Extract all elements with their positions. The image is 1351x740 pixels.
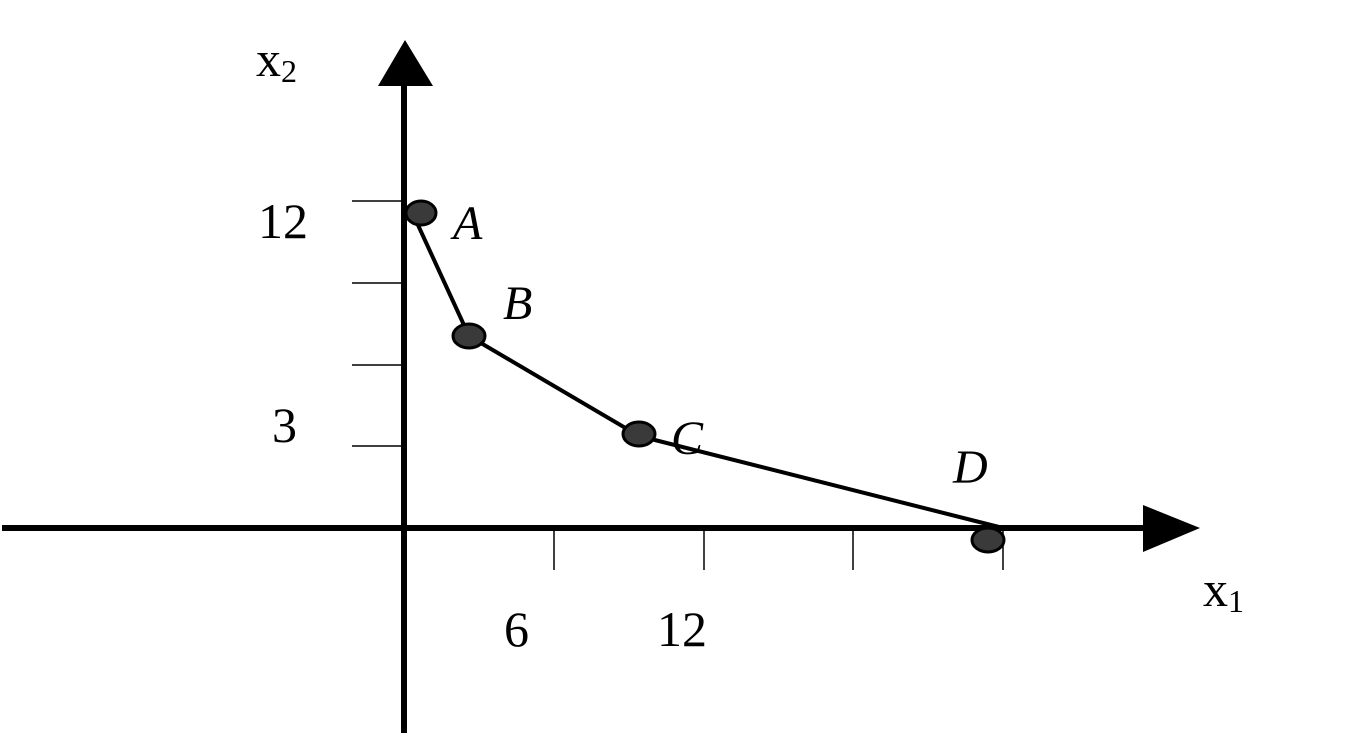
y-tick-label-3: 3 (272, 397, 297, 453)
point-label-d: D (952, 441, 988, 494)
point-a (404, 199, 438, 227)
segment-a-b (410, 211, 471, 337)
x-axis-label: x1 (1203, 561, 1244, 619)
point-c (621, 420, 657, 448)
y-tick-label-12: 12 (258, 193, 308, 249)
segment-b-c (467, 334, 641, 438)
x-axis-arrowhead (1143, 505, 1200, 552)
point-b (451, 322, 487, 350)
y-axis-label: x2 (256, 31, 297, 89)
point-label-c: C (671, 412, 704, 465)
point-label-a: A (450, 197, 483, 250)
point-label-b: B (503, 277, 532, 330)
y-axis-arrowhead (378, 40, 433, 86)
x-tick-label-6: 6 (504, 601, 529, 657)
x-tick-label-12: 12 (657, 601, 707, 657)
segment-c-d (638, 434, 1004, 530)
point-d (970, 526, 1006, 554)
